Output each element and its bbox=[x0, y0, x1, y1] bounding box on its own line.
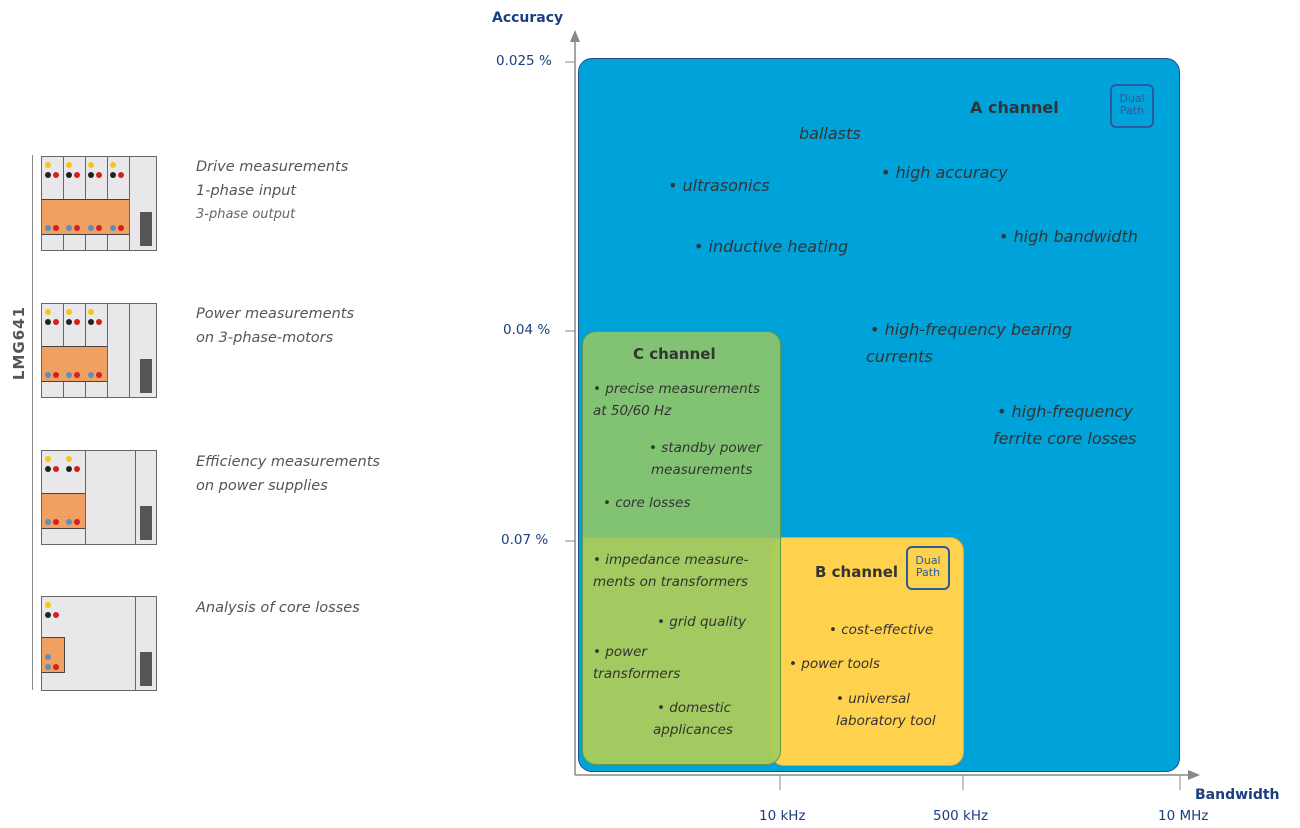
application-efficiency: Efficiency measurements on power supplie… bbox=[196, 450, 380, 498]
instrument-icon-efficiency bbox=[41, 450, 157, 545]
c-item: • core losses bbox=[603, 495, 691, 511]
c-item: • power bbox=[593, 644, 647, 660]
application-drive-line3: 3-phase output bbox=[196, 207, 296, 222]
b-channel-zone bbox=[770, 537, 964, 766]
application-core-losses-line1: Analysis of core losses bbox=[196, 600, 360, 616]
a-item: currents bbox=[866, 347, 933, 366]
a-item: • ultrasonics bbox=[668, 176, 770, 195]
a-item: ferrite core losses bbox=[993, 429, 1137, 448]
dual-path-label: Path bbox=[1119, 104, 1145, 117]
y-tick-label: 0.07 % bbox=[501, 532, 549, 548]
instrument-icon-motors bbox=[41, 303, 157, 398]
c-item: • grid quality bbox=[657, 614, 747, 630]
b-item: laboratory tool bbox=[836, 713, 936, 729]
dual-path-icon: Dual Path bbox=[906, 546, 950, 590]
y-axis-label: Accuracy bbox=[492, 10, 564, 26]
application-drive-line1: Drive measurements bbox=[196, 159, 349, 175]
c-item: at 50/60 Hz bbox=[593, 403, 672, 419]
a-item: • high-frequency bearing bbox=[870, 320, 1072, 339]
b-item: • power tools bbox=[789, 656, 880, 672]
application-efficiency-line1: Efficiency measurements bbox=[196, 454, 380, 470]
application-efficiency-line2: on power supplies bbox=[196, 478, 328, 494]
x-axis-label: Bandwidth bbox=[1195, 787, 1280, 803]
application-drive-line2: 1-phase input bbox=[196, 183, 297, 199]
b-item: • cost-effective bbox=[829, 622, 934, 638]
a-channel-title: A channel bbox=[970, 98, 1059, 117]
c-channel-title: C channel bbox=[633, 345, 716, 363]
y-tick-label: 0.025 % bbox=[496, 53, 552, 69]
c-item: • impedance measure- bbox=[593, 552, 749, 568]
application-core-losses: Analysis of core losses bbox=[196, 596, 360, 620]
b-item: • universal bbox=[836, 691, 911, 707]
c-item: applicances bbox=[653, 722, 733, 738]
a-item: ballasts bbox=[799, 124, 861, 143]
c-item: ments on transformers bbox=[593, 574, 749, 590]
dual-path-label: Path bbox=[915, 566, 941, 579]
x-tick-label: 10 kHz bbox=[759, 808, 806, 824]
application-motors-line1: Power measurements bbox=[196, 306, 354, 322]
c-item: • domestic bbox=[657, 700, 732, 716]
a-item: • high bandwidth bbox=[999, 227, 1138, 246]
a-item: • inductive heating bbox=[694, 237, 849, 256]
a-item: • high-frequency bbox=[997, 402, 1133, 421]
application-drive: Drive measurements 1-phase input 3-phase… bbox=[196, 155, 348, 227]
application-motors: Power measurements on 3-phase-motors bbox=[196, 302, 354, 350]
c-item: transformers bbox=[593, 666, 681, 682]
instrument-icon-drive bbox=[41, 156, 157, 251]
c-item: • standby power bbox=[649, 440, 762, 456]
sidebar-divider bbox=[32, 155, 33, 690]
x-tick-label: 500 kHz bbox=[933, 808, 989, 824]
dual-path-label: Dual bbox=[915, 554, 941, 567]
c-b-overlap-zone bbox=[583, 538, 780, 764]
x-tick-label: 10 MHz bbox=[1158, 808, 1209, 824]
c-item: • precise measurements bbox=[593, 381, 760, 397]
c-item: measurements bbox=[651, 462, 753, 478]
b-channel-title: B channel bbox=[815, 563, 899, 581]
a-item: • high accuracy bbox=[881, 163, 1008, 182]
instrument-icon-core-losses bbox=[41, 596, 157, 691]
application-motors-line2: on 3-phase-motors bbox=[196, 330, 334, 346]
dual-path-label: Dual bbox=[1119, 92, 1145, 105]
y-tick-label: 0.04 % bbox=[503, 322, 551, 338]
dual-path-icon: Dual Path bbox=[1110, 84, 1154, 128]
